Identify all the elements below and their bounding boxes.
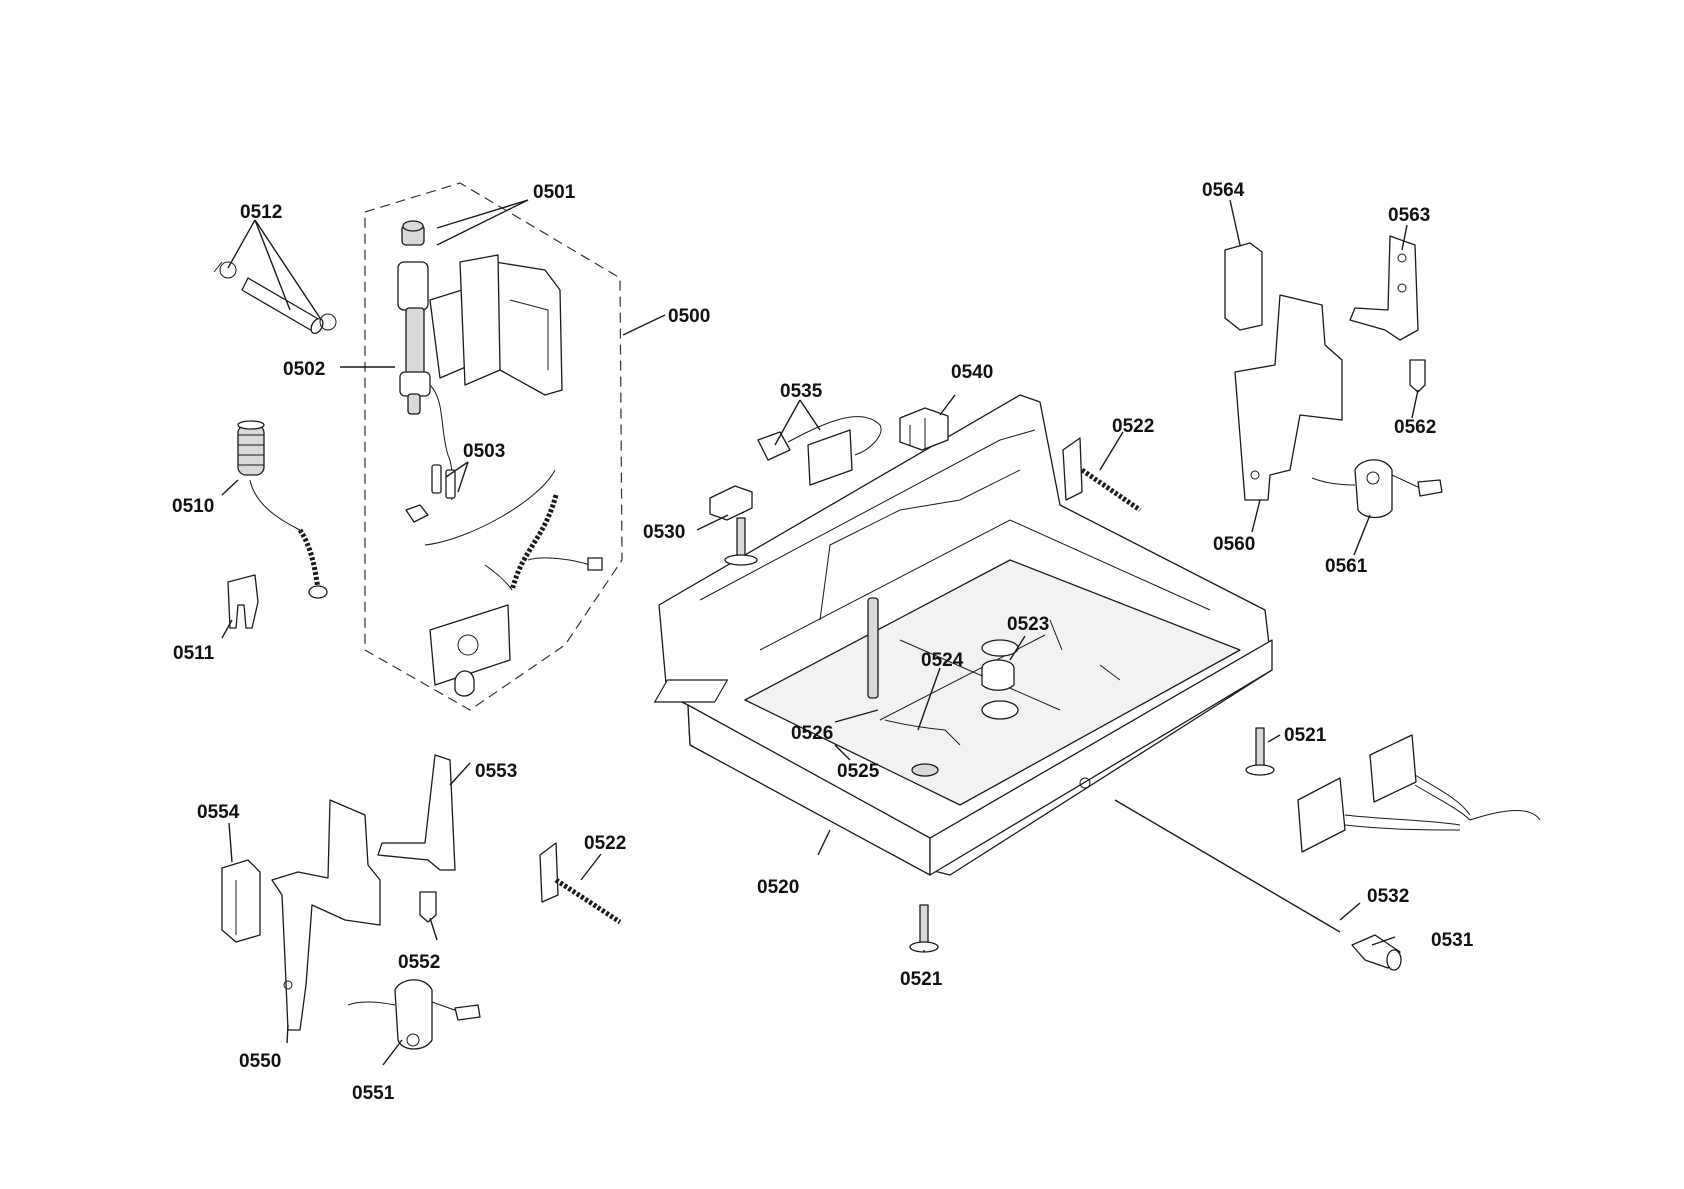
label-0521-right: 0521: [1284, 725, 1327, 746]
label-0526: 0526: [791, 723, 833, 744]
leader-lines: [221, 199, 1419, 1066]
label-0522-lower: 0522: [584, 833, 626, 854]
part-0520-base: [653, 394, 1273, 876]
part-0564-bracket: [1224, 242, 1263, 331]
part-0501-nut: [402, 220, 424, 232]
part-0552-clip: [419, 891, 437, 923]
part-0510-bellows: [237, 420, 328, 599]
part-0562-clip: [1409, 359, 1426, 393]
label-0540: 0540: [951, 362, 993, 383]
part-0500-housing: [459, 254, 563, 396]
label-0554: 0554: [197, 802, 240, 823]
part-0530-block: [709, 485, 758, 566]
label-0535: 0535: [780, 381, 823, 402]
part-0522-heater-right: [1062, 437, 1142, 513]
label-0562: 0562: [1394, 417, 1436, 438]
label-0553: 0553: [475, 761, 517, 782]
part-0554-cover: [221, 859, 261, 943]
label-0523: 0523: [1007, 614, 1049, 635]
part-bracket-panel: [429, 604, 511, 697]
part-labels: 0500 0501 0502 0503 0510 0511 0512 0520 …: [172, 180, 1474, 1104]
label-0560: 0560: [1213, 534, 1255, 555]
label-0564: 0564: [1202, 180, 1245, 201]
part-wiring-harness: [1297, 734, 1541, 853]
part-0540-connector: [899, 407, 949, 451]
part-0521-screw-bottom: [909, 904, 939, 953]
part-0511-clip: [227, 574, 259, 629]
label-0563: 0563: [1388, 205, 1430, 226]
label-0550: 0550: [239, 1051, 281, 1072]
label-0531: 0531: [1431, 930, 1474, 951]
part-0560-bracket: [1234, 294, 1343, 501]
part-0553-bracket: [377, 754, 456, 871]
part-0563-bracket: [1349, 235, 1419, 341]
part-hose-coil: [424, 469, 603, 591]
part-0551-sensor: [347, 979, 481, 1050]
label-0512: 0512: [240, 202, 282, 223]
assembly-0500-group: [364, 182, 623, 711]
label-0521-bottom: 0521: [900, 969, 943, 990]
part-0531-knob: [1351, 934, 1402, 971]
label-0525: 0525: [837, 761, 880, 782]
label-0510: 0510: [172, 496, 214, 517]
part-0521-screw-right: [1245, 727, 1275, 776]
part-0561-sensor: [1311, 459, 1443, 519]
label-0530: 0530: [643, 522, 685, 543]
label-0500: 0500: [668, 306, 710, 327]
label-0551: 0551: [352, 1083, 395, 1104]
part-0550-bracket: [271, 799, 381, 1031]
part-0522-heater-lower: [539, 842, 622, 925]
part-0535-harness: [757, 416, 882, 486]
part-0503-connectors: [405, 464, 456, 523]
label-0520: 0520: [757, 877, 799, 898]
label-0503: 0503: [463, 441, 505, 462]
part-0512-hose: [213, 261, 337, 335]
label-0511: 0511: [173, 643, 215, 664]
label-0522-right: 0522: [1112, 416, 1154, 437]
label-0502: 0502: [283, 359, 325, 380]
label-0561: 0561: [1325, 556, 1368, 577]
part-0532-rod: [1114, 799, 1341, 933]
label-0552: 0552: [398, 952, 440, 973]
label-0532: 0532: [1367, 886, 1409, 907]
label-0501: 0501: [533, 182, 576, 203]
label-0524: 0524: [921, 650, 964, 671]
